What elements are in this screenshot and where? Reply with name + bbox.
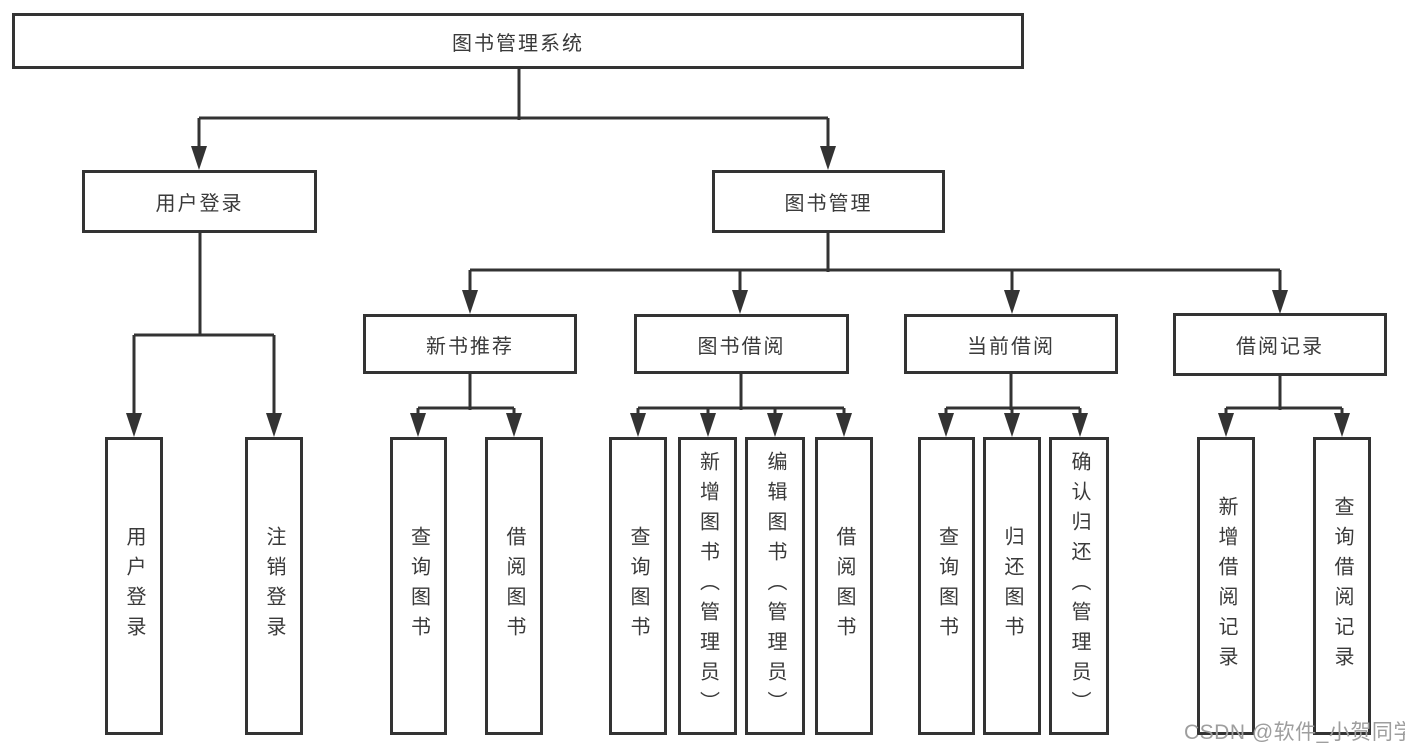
leaf-add-book-admin-label: 新增图书（管理员） xyxy=(696,451,719,721)
leaf-borrow-books-recommend: 借阅图书 xyxy=(485,437,543,735)
node-book-borrow-label: 图书借阅 xyxy=(697,335,786,358)
node-current-borrow: 当前借阅 xyxy=(904,314,1118,374)
leaf-edit-book-admin: 编辑图书（管理员） xyxy=(745,437,805,735)
node-root-label: 图书管理系统 xyxy=(452,32,584,55)
node-book-borrow: 图书借阅 xyxy=(634,314,849,374)
leaf-query-books-recommend: 查询图书 xyxy=(390,437,447,735)
leaf-add-borrow-record-label: 新增借阅记录 xyxy=(1215,496,1237,676)
leaf-query-books-current: 查询图书 xyxy=(918,437,975,735)
node-new-book-recommend: 新书推荐 xyxy=(363,314,577,374)
csdn-watermark: CSDN @软件_小贺同学 xyxy=(1184,721,1405,744)
leaf-logout: 注销登录 xyxy=(245,437,303,735)
leaf-user-login: 用户登录 xyxy=(105,437,163,735)
leaf-query-books-borrow-label: 查询图书 xyxy=(627,526,649,646)
leaf-confirm-return-admin: 确认归还（管理员） xyxy=(1049,437,1109,735)
leaf-return-book-label: 归还图书 xyxy=(1001,526,1023,646)
node-root-system: 图书管理系统 xyxy=(12,13,1024,69)
leaf-borrow-books-label: 借阅图书 xyxy=(833,526,855,646)
node-borrow-records-label: 借阅记录 xyxy=(1236,336,1324,358)
leaf-add-book-admin: 新增图书（管理员） xyxy=(678,437,737,735)
leaf-query-books-borrow: 查询图书 xyxy=(609,437,667,735)
leaf-query-borrow-record: 查询借阅记录 xyxy=(1313,437,1371,735)
leaf-query-books-recommend-label: 查询图书 xyxy=(407,526,430,646)
leaf-query-borrow-record-label: 查询借阅记录 xyxy=(1331,496,1353,676)
leaf-borrow-books: 借阅图书 xyxy=(815,437,873,735)
arrow-heads xyxy=(126,146,1350,437)
node-book-management-label: 图书管理 xyxy=(784,193,873,215)
leaf-confirm-return-admin-label: 确认归还（管理员） xyxy=(1068,451,1090,721)
node-borrow-records: 借阅记录 xyxy=(1173,313,1387,376)
leaf-edit-book-admin-label: 编辑图书（管理员） xyxy=(764,451,786,721)
leaf-borrow-books-recommend-label: 借阅图书 xyxy=(503,526,525,646)
leaf-user-login-label: 用户登录 xyxy=(123,526,145,646)
node-user-login-label: 用户登录 xyxy=(155,193,244,215)
node-new-book-recommend-label: 新书推荐 xyxy=(426,335,514,358)
leaf-logout-label: 注销登录 xyxy=(263,526,285,646)
tree-edges xyxy=(132,69,1344,417)
node-current-borrow-label: 当前借阅 xyxy=(967,335,1055,358)
leaf-query-books-current-label: 查询图书 xyxy=(935,526,958,646)
node-user-login: 用户登录 xyxy=(82,170,317,233)
leaf-return-book: 归还图书 xyxy=(983,437,1041,735)
node-book-management: 图书管理 xyxy=(712,170,945,233)
leaf-add-borrow-record: 新增借阅记录 xyxy=(1197,437,1255,735)
